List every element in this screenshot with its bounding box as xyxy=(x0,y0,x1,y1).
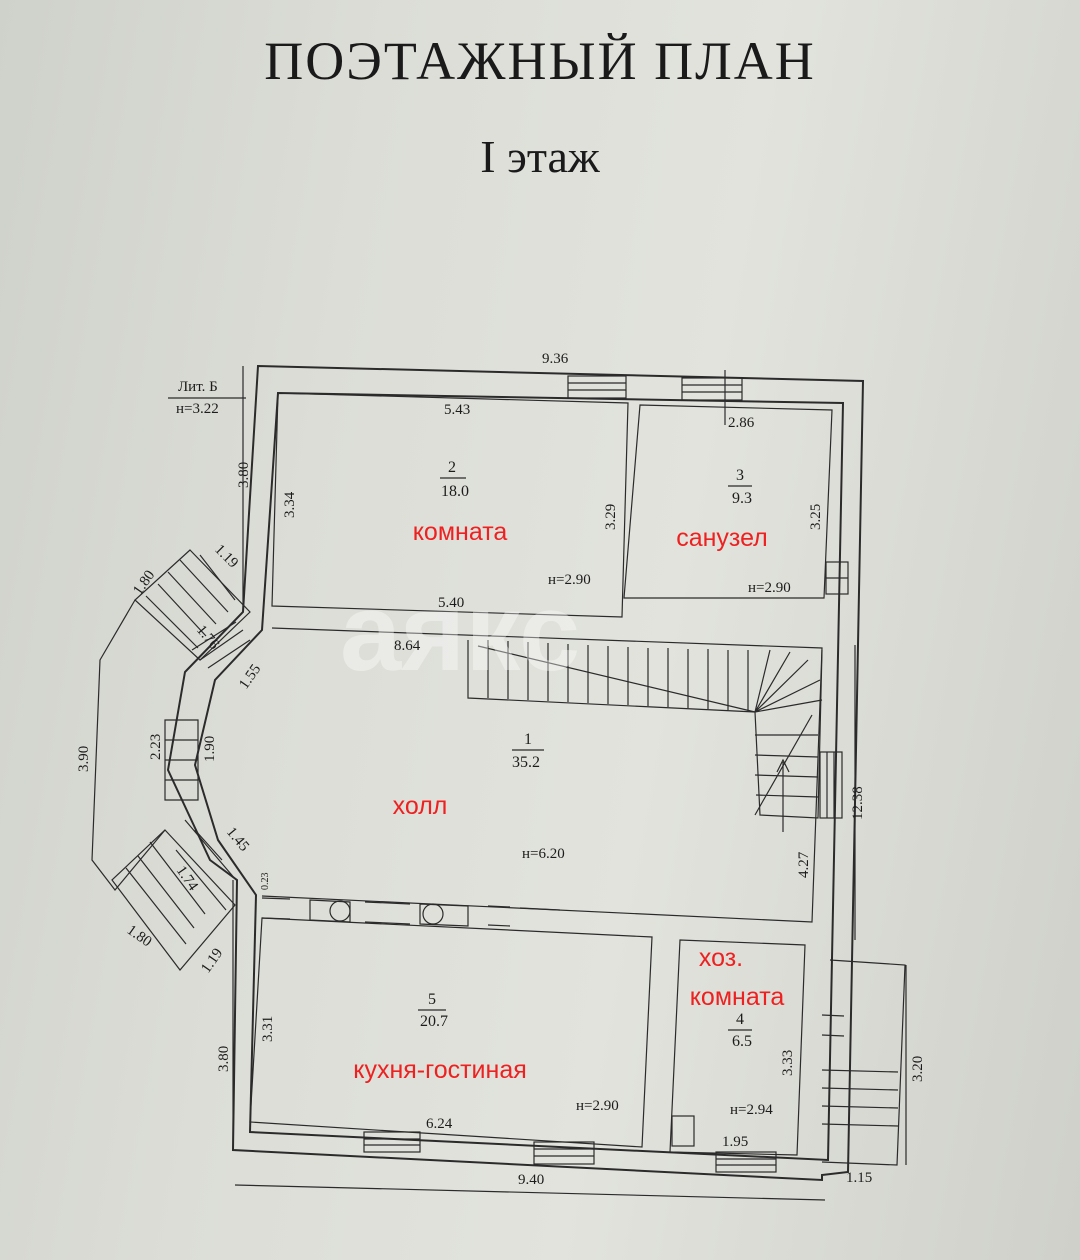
dim-hall-top: 8.64 xyxy=(394,638,421,654)
room-2-height: н=2.90 xyxy=(548,572,591,588)
dim-right-total: 12.38 xyxy=(850,786,866,820)
dim-porch-mid-a: 2.23 xyxy=(148,734,164,760)
interior-staircase xyxy=(467,640,823,832)
room-2-area: 18.0 xyxy=(441,483,469,500)
dim-room3-right: 3.25 xyxy=(808,504,824,530)
room-3-area: 9.3 xyxy=(732,490,752,507)
dim-room5-left: 3.31 xyxy=(260,1016,276,1042)
windows xyxy=(363,370,849,1173)
dim-stair-bot-d: 1.19 xyxy=(198,946,226,977)
outer-wall-inner xyxy=(193,391,845,1162)
room-3-number: 3 xyxy=(736,467,744,484)
room-1-height: н=6.20 xyxy=(522,846,565,862)
room-1-area: 35.2 xyxy=(512,754,540,771)
dim-stair-bot-b: 1.74 xyxy=(173,863,201,894)
dim-porch-mid-b: 1.90 xyxy=(202,736,218,762)
dim-room4-right: 3.33 xyxy=(780,1050,796,1076)
room-4-number: 4 xyxy=(736,1011,744,1028)
room-3-outline xyxy=(623,404,833,599)
dim-porch-outer: 3.90 xyxy=(76,746,92,772)
dim-outer-left-bottom: 3.80 xyxy=(216,1046,232,1072)
dim-room4-bottom: 1.95 xyxy=(722,1134,748,1150)
dim-hall-right: 4.27 xyxy=(796,851,812,878)
outer-wall-outer xyxy=(166,364,865,1182)
room-5-number: 5 xyxy=(428,991,436,1008)
room-5-area: 20.7 xyxy=(420,1013,448,1030)
dim-stair-bot-c: 1.80 xyxy=(124,922,155,950)
dim-room2-right: 3.29 xyxy=(603,504,619,530)
room-1-label: холл xyxy=(393,792,448,820)
fireplace-icon xyxy=(671,1115,695,1147)
room-3-height: н=2.90 xyxy=(748,580,791,596)
room-2-number: 2 xyxy=(448,459,456,476)
porch-right xyxy=(821,959,906,1166)
exterior-stairs xyxy=(91,549,251,971)
dim-room3-width: 2.86 xyxy=(728,415,755,431)
floor-title: I этаж xyxy=(480,131,600,182)
room-5-height: н=2.90 xyxy=(576,1098,619,1114)
room-4-label-line2: комната xyxy=(690,983,785,1011)
watermark-logo: аякс xyxy=(340,571,580,694)
room-5-outline xyxy=(249,917,653,1148)
room-1-number: 1 xyxy=(524,731,532,748)
room-4-area: 6.5 xyxy=(732,1033,752,1050)
columns xyxy=(261,897,561,927)
dim-outer-left-top: 3.80 xyxy=(236,462,252,488)
dim-room2-left: 3.34 xyxy=(282,491,298,518)
room-2-label: комната xyxy=(413,518,508,546)
dim-stair-bot-a: 1.45 xyxy=(223,824,252,854)
plan-title: ПОЭТАЖНЫЙ ПЛАН xyxy=(264,31,816,91)
dim-porch-right: 3.20 xyxy=(910,1056,926,1082)
dim-room2-bottom: 5.40 xyxy=(438,595,464,611)
dim-room5-bottom: 6.24 xyxy=(426,1116,453,1132)
room-4-height: н=2.94 xyxy=(730,1102,773,1118)
room-5-label: кухня-гостиная xyxy=(353,1056,527,1084)
dim-stair-top-a: 1.19 xyxy=(211,542,241,572)
dim-stair-top-d: 1.55 xyxy=(236,662,264,693)
room-3-label: санузел xyxy=(676,524,768,552)
room-4-outline xyxy=(669,939,806,1156)
dim-top-total: 9.36 xyxy=(542,351,569,367)
dim-porch-bottom: 1.15 xyxy=(846,1170,872,1186)
lit-name: Лит. Б xyxy=(178,379,218,395)
room-4-label-line1: хоз. xyxy=(699,944,743,972)
dim-wall-small: 0.23 xyxy=(260,873,271,891)
room-2-outline xyxy=(271,392,629,618)
lit-height: н=3.22 xyxy=(176,401,219,417)
dim-room2-width: 5.43 xyxy=(444,402,470,418)
dim-bottom-total: 9.40 xyxy=(518,1172,544,1188)
